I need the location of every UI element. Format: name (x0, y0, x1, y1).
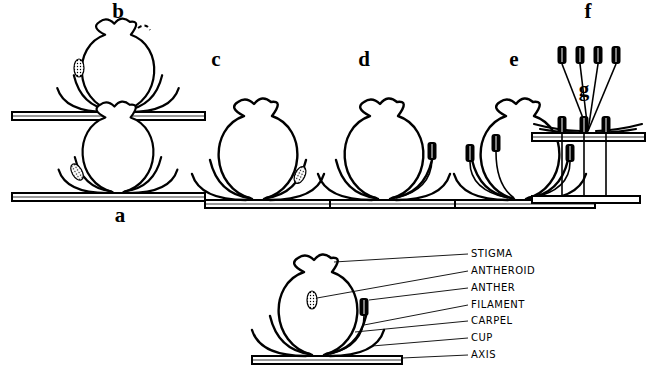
figure-g (532, 116, 640, 203)
figure-f (532, 46, 645, 141)
key-figure (252, 254, 402, 364)
figure-letter: e (509, 48, 518, 70)
part-label: FILAMENT (471, 299, 525, 311)
figure-d (318, 98, 458, 208)
part-label: AXIS (471, 349, 496, 361)
part-label: ANTHER (471, 282, 515, 294)
part-label: STIGMA (471, 248, 513, 260)
figure-a (12, 102, 205, 201)
figure-letter: d (358, 48, 370, 70)
part-label: ANTHEROID (471, 265, 535, 277)
figure-c (192, 98, 330, 208)
figure-letter: c (211, 48, 220, 70)
leader-lines (317, 254, 468, 358)
part-label: CARPEL (471, 315, 513, 327)
figure-letter: g (579, 78, 590, 100)
figure-letter: b (112, 0, 124, 22)
figure-letter: a (115, 204, 126, 226)
figure-letter: f (585, 0, 592, 22)
figure-e (454, 98, 595, 208)
part-label: CUP (471, 332, 493, 344)
